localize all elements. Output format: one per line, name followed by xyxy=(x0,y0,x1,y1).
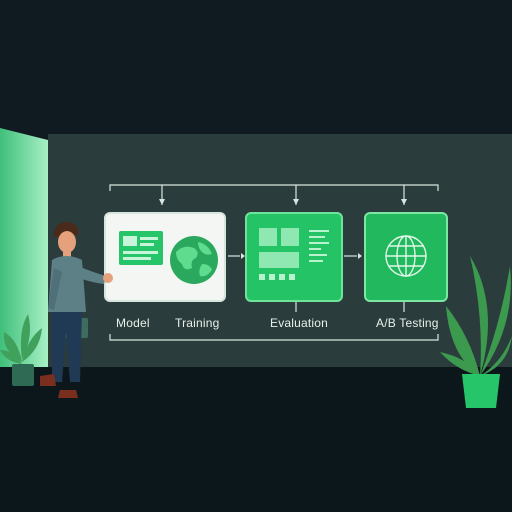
floor xyxy=(0,367,512,512)
model-training-card xyxy=(104,212,226,302)
stage-label-model: Model xyxy=(116,316,150,330)
wireframe-globe-icon xyxy=(385,235,427,277)
plant-icon xyxy=(440,256,512,408)
stage-label-training: Training xyxy=(175,316,220,330)
document-panel-icon xyxy=(119,231,163,265)
light-wall xyxy=(0,128,48,398)
evaluation-card xyxy=(245,212,343,302)
stage-label-evaluation: Evaluation xyxy=(270,316,329,330)
plant-icon xyxy=(0,314,42,386)
person-illustration xyxy=(40,222,113,398)
ab-testing-card xyxy=(364,212,448,302)
stage-label-ab-testing: A/B Testing xyxy=(376,316,439,330)
globe-icon xyxy=(170,236,218,284)
grid-panel-icon xyxy=(259,228,329,280)
